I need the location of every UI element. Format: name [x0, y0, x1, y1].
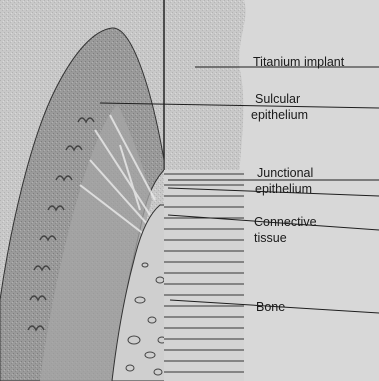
- label-junctional-epithelium-2: epithelium: [255, 182, 312, 196]
- label-bone: Bone: [256, 300, 285, 314]
- label-titanium-implant: Titanium implant: [253, 55, 345, 69]
- label-connective-tissue-1: Connective: [254, 215, 317, 229]
- label-sulcular-epithelium-2: epithelium: [251, 108, 308, 122]
- label-sulcular-epithelium-1: Sulcular: [255, 92, 300, 106]
- label-junctional-epithelium-1: Junctional: [257, 166, 313, 180]
- label-connective-tissue-2: tissue: [254, 231, 287, 245]
- implant-threads: [164, 170, 244, 381]
